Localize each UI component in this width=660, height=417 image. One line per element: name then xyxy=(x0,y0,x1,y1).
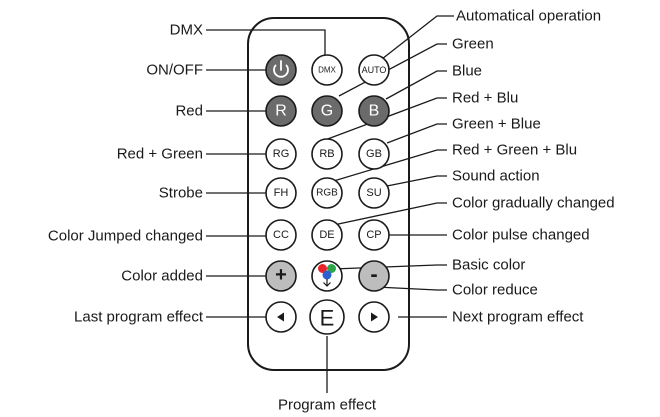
callout-red-blu: Red + Blu xyxy=(452,90,518,107)
power-button[interactable] xyxy=(265,54,297,86)
fh-button[interactable]: FH xyxy=(265,177,297,209)
callout-strobe: Strobe xyxy=(159,185,203,202)
cp-button[interactable]: CP xyxy=(358,219,390,251)
callout-basic-color: Basic color xyxy=(452,257,525,274)
callout-color-reduce: Color reduce xyxy=(452,282,538,299)
cc-button-label: CC xyxy=(273,229,289,241)
green-button[interactable]: G xyxy=(311,95,343,127)
rgb-button[interactable]: RGB xyxy=(311,177,343,209)
callout-last-program: Last program effect xyxy=(74,309,204,326)
cc-button[interactable]: CC xyxy=(265,219,297,251)
gb-button-label: GB xyxy=(366,148,382,160)
rg-button[interactable]: RG xyxy=(265,138,297,170)
callout-red-green-blu: Red + Green + Blu xyxy=(452,142,577,159)
su-button[interactable]: SU xyxy=(358,177,390,209)
basic-color-button[interactable] xyxy=(311,260,343,292)
red-button-label: R xyxy=(275,103,287,120)
cp-button-label: CP xyxy=(366,229,381,241)
dmx-button-label: DMX xyxy=(318,66,336,75)
callout-red: Red xyxy=(175,103,203,120)
callout-green: Green xyxy=(452,36,494,53)
rgb-button-label: RGB xyxy=(316,188,338,199)
de-button[interactable]: DE xyxy=(311,219,343,251)
de-button-label: DE xyxy=(319,229,334,241)
last-program-button[interactable] xyxy=(265,301,297,333)
su-button-label: SU xyxy=(366,187,381,199)
program-effect-button-label: E xyxy=(320,306,335,331)
color-add-button-label: + xyxy=(275,264,287,286)
red-button[interactable]: R xyxy=(265,95,297,127)
auto-button-label: AUTO xyxy=(362,65,387,75)
blue-button[interactable]: B xyxy=(358,95,390,127)
program-effect-button[interactable]: E xyxy=(309,299,345,335)
blue-button-label: B xyxy=(369,103,380,120)
rb-button-label: RB xyxy=(319,148,334,160)
callout-blue: Blue xyxy=(452,63,482,80)
callout-color-gradually: Color gradually changed xyxy=(452,195,615,212)
rgb-dots-icon xyxy=(318,264,336,287)
right-arrow-icon xyxy=(371,312,378,322)
left-arrow-icon xyxy=(277,312,284,322)
callout-sound-action: Sound action xyxy=(452,168,540,185)
dmx-button[interactable]: DMX xyxy=(311,54,343,86)
fh-button-label: FH xyxy=(274,187,289,199)
callout-on-off: ON/OFF xyxy=(146,62,203,79)
color-add-button[interactable]: + xyxy=(265,260,297,292)
power-icon xyxy=(273,60,289,78)
callout-color-added: Color added xyxy=(121,268,203,285)
callout-dmx: DMX xyxy=(170,22,203,39)
gb-button[interactable]: GB xyxy=(358,138,390,170)
green-button-label: G xyxy=(321,103,333,120)
callout-program-effect: Program effect xyxy=(278,397,377,414)
callout-color-pulse: Color pulse changed xyxy=(452,227,590,244)
callout-green-blue: Green + Blue xyxy=(452,116,541,133)
auto-button[interactable]: AUTO xyxy=(358,54,390,86)
callout-red-green: Red + Green xyxy=(117,146,203,163)
color-reduce-button[interactable]: - xyxy=(358,260,390,292)
rb-button[interactable]: RB xyxy=(311,138,343,170)
callout-next-program: Next program effect xyxy=(452,309,584,326)
next-program-button[interactable] xyxy=(358,301,390,333)
callout-color-jumped: Color Jumped changed xyxy=(48,228,203,245)
color-reduce-button-label: - xyxy=(370,262,377,287)
rg-button-label: RG xyxy=(273,148,290,160)
callout-automatical: Automatical operation xyxy=(456,8,601,25)
